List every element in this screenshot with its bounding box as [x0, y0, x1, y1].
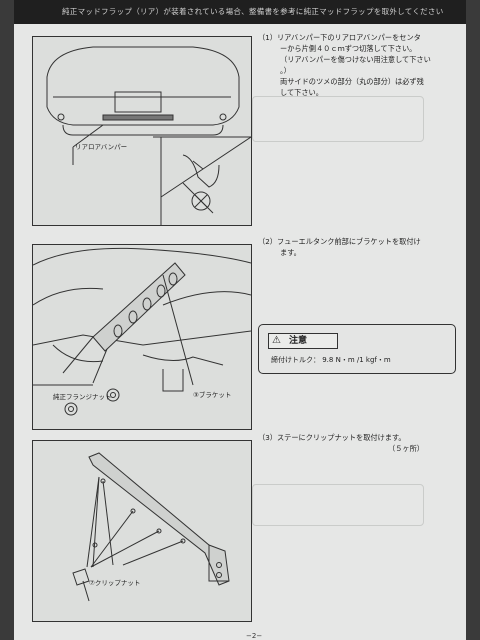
figure-3-stay-clip-nuts: ⑦クリップナット — [32, 440, 252, 622]
step-2-line-2: ます。 — [280, 248, 301, 257]
instruction-page: 純正マッドフラップ（リア）が装着されている場合、整備書を参考に純正マッドフラップ… — [14, 0, 466, 640]
rear-bumper-drawing — [46, 46, 251, 225]
step-2-instructions: （2）フューエルタンク前部にブラケットを取付け ます。 — [258, 236, 421, 258]
figure-2-fuel-tank-bracket: 純正フランジナット ③ブラケット — [32, 244, 252, 430]
label-clip-nut: ⑦クリップナット — [89, 579, 141, 587]
show-through-box-2 — [252, 484, 424, 526]
page-number: −2− — [246, 632, 263, 640]
step-1-line-1: リアバンパー下のリアロアバンパーをセンタ — [276, 33, 421, 42]
step-3-instructions: （3）ステーにクリップナットを取付けます。 （５ヶ所） — [258, 432, 424, 454]
step-3-line-2: （５ヶ所） — [388, 444, 424, 453]
step-1-line-4: 。） — [280, 66, 291, 75]
step-1-number: （1） — [258, 33, 277, 42]
step-2-number: （2） — [258, 237, 277, 246]
header-note: 純正マッドフラップ（リア）が装着されている場合、整備書を参考に純正マッドフラップ… — [62, 7, 444, 16]
show-through-box-1 — [252, 96, 424, 142]
step-3-line-1: ステーにクリップナットを取付けます。 — [276, 433, 406, 442]
caution-torque-spec: 締付けトルク： 9.8 N・m /1 kgf・m — [271, 356, 391, 364]
step-1-line-3: （リアバンパーを傷つけない用注意して下さい — [280, 55, 431, 64]
label-flange-nut: 純正フランジナット — [53, 393, 112, 401]
figure-1-rear-bumper: リアロアバンパー — [32, 36, 252, 226]
step-1-line-2: ーから片側４０ｃｍずつ切落して下さい。 — [280, 44, 417, 53]
step-2-line-1: フューエルタンク前部にブラケットを取付け — [276, 237, 421, 246]
step-1-line-6: して下さい。 — [280, 88, 323, 97]
step-1-line-5: 両サイドのツメの部分（丸の部分）は必ず残 — [280, 77, 424, 86]
caution-title: 注意 — [289, 336, 308, 346]
page-header: 純正マッドフラップ（リア）が装着されている場合、整備書を参考に純正マッドフラップ… — [14, 0, 466, 24]
step-1-instructions: （1）リアバンパー下のリアロアバンパーをセンタ ーから片側４０ｃｍずつ切落して下… — [258, 32, 431, 98]
warning-triangle-icon: ⚠ — [272, 335, 281, 346]
label-bracket: ③ブラケット — [193, 391, 232, 399]
stay-drawing — [72, 452, 230, 602]
label-rear-lower-bumper: リアロアバンパー — [75, 143, 128, 151]
caution-heading: ⚠ 注意 — [268, 333, 338, 349]
step-3-number: （3） — [258, 433, 277, 442]
bracket-drawing — [33, 247, 251, 416]
caution-box: ⚠ 注意 締付けトルク： 9.8 N・m /1 kgf・m — [258, 324, 456, 374]
